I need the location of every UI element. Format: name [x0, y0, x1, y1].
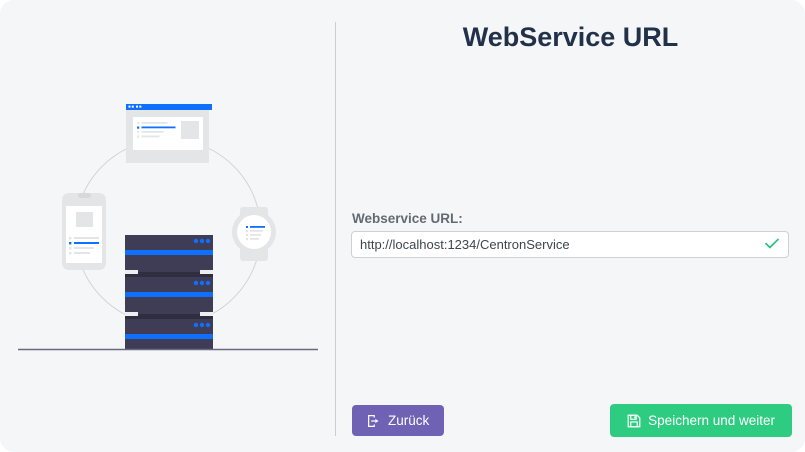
webservice-url-label: Webservice URL:	[352, 211, 463, 226]
back-button[interactable]: Zurück	[352, 405, 445, 436]
back-button-label: Zurück	[388, 413, 430, 428]
panel-divider	[335, 22, 336, 436]
smartphone-icon	[62, 193, 106, 270]
illustration-pane	[0, 0, 335, 452]
form-pane: WebService URL Webservice URL: Zurück	[336, 0, 805, 452]
server-rack-icon	[125, 235, 213, 350]
web-service-devices-illustration	[18, 104, 318, 351]
save-floppy-icon	[627, 414, 641, 428]
save-and-continue-button[interactable]: Speichern und weiter	[610, 404, 792, 437]
sign-out-icon	[367, 414, 381, 428]
page-title: WebService URL	[462, 22, 679, 52]
webservice-url-input[interactable]	[360, 232, 750, 257]
webservice-url-field[interactable]	[351, 231, 789, 258]
smartwatch-icon	[232, 207, 276, 261]
save-and-continue-label: Speichern und weiter	[648, 413, 775, 428]
valid-check-icon	[765, 236, 779, 253]
browser-window-icon	[126, 104, 212, 163]
